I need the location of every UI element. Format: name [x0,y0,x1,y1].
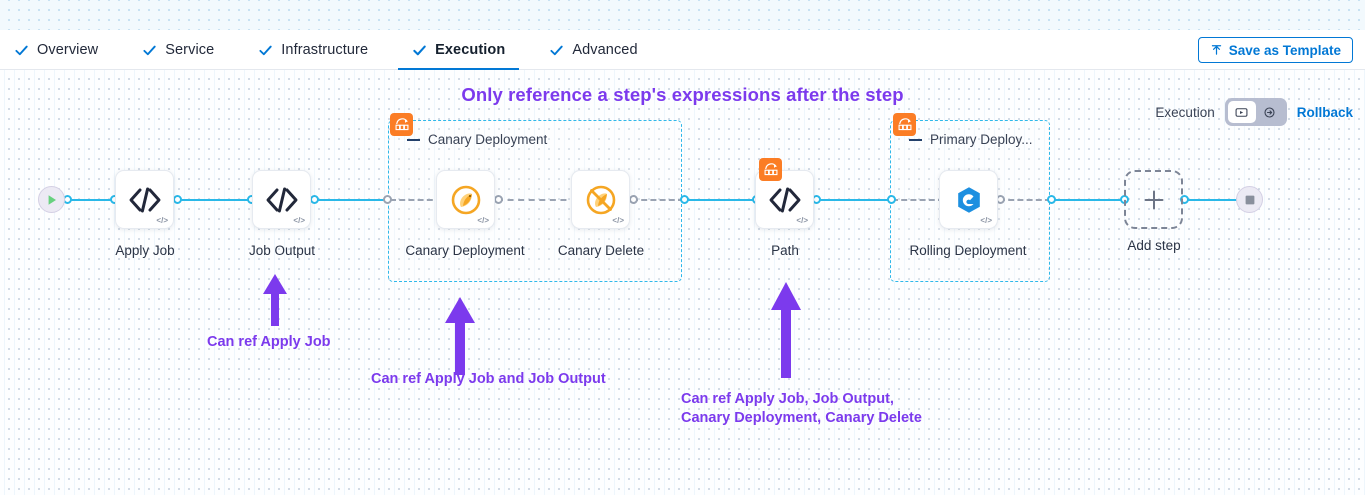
step-label-path: Path [771,243,799,258]
port-primary-group-out[interactable] [1047,195,1056,204]
canary-group-badge[interactable] [390,113,413,136]
execution-play-box-icon [1235,107,1248,117]
execution-toggle-button[interactable] [1227,101,1256,123]
group-title: Primary Deploy... [909,132,1033,147]
tab-service[interactable]: Service [142,30,228,70]
step-group-icon [395,117,408,130]
start-node[interactable] [38,186,65,213]
node-corner-badge: </> [156,216,168,225]
stage-tab-bar: Overview Service Infrastructure Executio… [0,30,1365,71]
step-label-rolling-deployment: Rolling Deployment [909,243,1027,258]
execution-rollback-switch[interactable] [1224,98,1287,126]
tab-label: Service [165,42,215,58]
rollback-arrow-icon [1264,106,1275,118]
stop-square-icon [1245,195,1254,204]
rolling-deploy-icon [957,186,980,213]
step-node-job-output[interactable]: </> [252,170,311,229]
headline-text: Only reference a step's expressions afte… [461,84,904,105]
port-canary-group-out[interactable] [680,195,689,204]
port-output-out[interactable] [310,195,319,204]
group-title: Canary Deployment [407,132,547,147]
rollback-link[interactable]: Rollback [1296,104,1353,120]
group-title-label: Canary Deployment [428,132,548,147]
end-node[interactable] [1236,186,1263,213]
node-corner-badge: </> [477,216,489,225]
node-corner-badge: </> [612,216,624,225]
edge-add-to-end [1183,199,1240,201]
annotation-arrow-apply-job [263,274,287,326]
canary-delete-icon [586,185,615,214]
edge-group-in-rolling [892,199,944,201]
primary-group-badge[interactable] [893,113,916,136]
execution-label: Execution [1155,104,1215,120]
edge-canary-to-delete [497,199,577,201]
step-node-canary-delete[interactable]: </> [571,170,630,229]
check-icon [143,45,156,55]
port-apply-out[interactable] [173,195,182,204]
tab-label: Infrastructure [281,42,369,58]
save-as-template-button[interactable]: Save as Template [1197,37,1353,63]
tab-label: Overview [37,42,99,58]
step-label-canary-deployment: Canary Deployment [405,243,525,258]
shell-script-icon [266,187,297,212]
shell-script-icon [769,187,800,212]
add-step-label: Add step [1127,238,1181,253]
rollback-toggle-button[interactable] [1256,101,1284,123]
port-canary-out[interactable] [494,195,503,204]
group-title-label: Primary Deploy... [930,132,1033,147]
top-dot-strip [0,0,1365,30]
annotation-canary: Can ref Apply Job and Job Output [371,371,606,387]
edge-group-in-canary [390,199,442,201]
tab-advanced[interactable]: Advanced [549,30,651,70]
plus-icon [1144,190,1163,209]
play-icon [48,194,56,205]
port-canary-group-in[interactable] [383,195,392,204]
check-icon [413,45,426,55]
shell-script-icon [129,187,160,212]
step-node-apply-job[interactable]: </> [115,170,174,229]
pipeline-canvas[interactable]: Only reference a step's expressions afte… [0,70,1365,495]
node-corner-badge: </> [980,216,992,225]
edge-canary-group-to-path [684,199,756,201]
save-as-template-label: Save as Template [1228,42,1341,58]
edge-delete-to-group-out [632,199,684,201]
step-label-apply-job: Apply Job [115,243,175,258]
edge-output-to-canary-group [315,199,390,201]
annotation-apply-job: Can ref Apply Job [207,334,331,350]
edge-rolling-to-group-out [999,199,1051,201]
edge-path-to-primary-group [817,199,892,201]
step-label-canary-delete: Canary Delete [557,243,645,258]
tab-label: Advanced [572,42,638,58]
tab-execution[interactable]: Execution [398,30,520,71]
add-step-button[interactable] [1124,170,1183,229]
collapse-dash-icon[interactable] [909,138,922,141]
annotation-arrow-path [771,282,801,378]
node-corner-badge: </> [796,216,808,225]
edge-start-to-apply [66,199,126,201]
edge-apply-to-output [180,199,250,201]
execution-rollback-toggle-row: Execution Rollback [1155,98,1353,126]
upload-icon [1211,44,1221,55]
tab-list: Overview Service Infrastructure Executio… [14,30,682,71]
check-icon [550,45,564,55]
tab-overview[interactable]: Overview [14,30,112,70]
edge-primary-group-to-add [1051,199,1126,201]
step-group-icon [764,162,777,175]
annotation-arrow-canary [445,297,475,375]
check-icon [259,45,272,55]
canary-bird-icon [451,185,480,214]
step-label-job-output: Job Output [248,243,316,258]
step-node-rolling-deployment[interactable]: </> [939,170,998,229]
tab-label: Execution [435,42,506,58]
step-node-canary-deployment[interactable]: </> [436,170,495,229]
collapse-dash-icon[interactable] [407,138,420,141]
check-icon [15,45,28,55]
annotation-path: Can ref Apply Job, Job Output, Canary De… [681,391,922,426]
path-node-badge[interactable] [759,158,782,181]
port-delete-out[interactable] [629,195,638,204]
step-group-icon [898,117,911,130]
node-corner-badge: </> [293,216,305,225]
port-primary-group-in[interactable] [887,195,896,204]
tab-infrastructure[interactable]: Infrastructure [258,30,382,70]
